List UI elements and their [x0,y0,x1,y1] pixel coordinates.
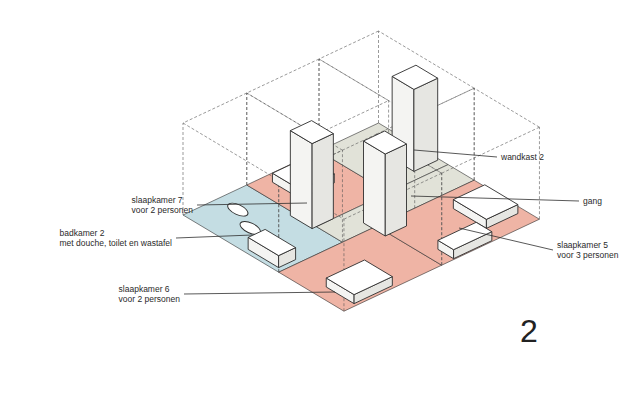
wall-volume-line [246,93,247,185]
leader-line [176,235,252,238]
wall-volume-line [474,88,475,180]
room-note: voor 2 personen [119,294,180,304]
bed [438,222,492,258]
room-name: badkamer 2 [60,228,172,238]
room-name: wandkast 2 [501,152,544,162]
callout-label: slaapkamer 5voor 3 personen [557,240,618,260]
figure-number: 2 [520,314,538,348]
bed [326,260,392,304]
callout-label: slaapkamer 7voor 2 personen [132,195,193,215]
furniture-face [326,260,392,295]
wall-volume-line [246,93,247,185]
room-note: voor 3 personen [557,250,618,260]
wall-volume-line [474,88,475,180]
room-name: slaapkamer 6 [119,284,180,294]
bathtub [248,229,295,267]
leader-line [459,228,553,250]
wall-volume-line [378,31,379,123]
furniture-face [414,78,438,171]
furniture-face [290,131,312,229]
furniture-face [312,134,333,229]
wall-volume-line [183,123,279,180]
wall-volume-line [442,127,540,173]
furniture-face [290,121,333,144]
furniture-face [248,229,295,255]
furniture-face [453,185,518,220]
room-note: met douche, toilet en wastafel [60,238,172,248]
leader-line [184,292,335,294]
tall-cabinet [364,131,407,236]
furniture-face [392,65,438,89]
callout-label: gang [583,196,602,206]
washbasin [226,200,250,218]
furniture-face [438,222,492,249]
callout-label: slaapkamer 6voor 2 personen [119,284,180,304]
wall-volume-line [319,31,379,59]
room-name: gang [583,196,602,206]
wall-volume-line [183,93,247,123]
wall-volume-line [342,150,343,242]
callout-label: badkamer 2met douche, toilet en wastafel [60,228,172,248]
wall-volume-line [183,123,184,215]
leader-line [197,203,307,205]
callout-label: wandkast 2 [501,152,544,162]
wall-volume-line [474,88,539,127]
room-name: slaapkamer 7 [132,195,193,205]
furniture-face [364,131,407,154]
tall-cabinet [290,121,333,229]
wall-volume-line [539,127,540,219]
leader-line [411,196,579,201]
bed [453,185,518,229]
leader-line [414,150,497,157]
room-note: voor 2 personen [132,205,193,215]
room-name: slaapkamer 5 [557,240,618,250]
furniture-face [385,144,406,236]
furniture-face [364,141,386,236]
wall-volume-line [247,59,319,93]
